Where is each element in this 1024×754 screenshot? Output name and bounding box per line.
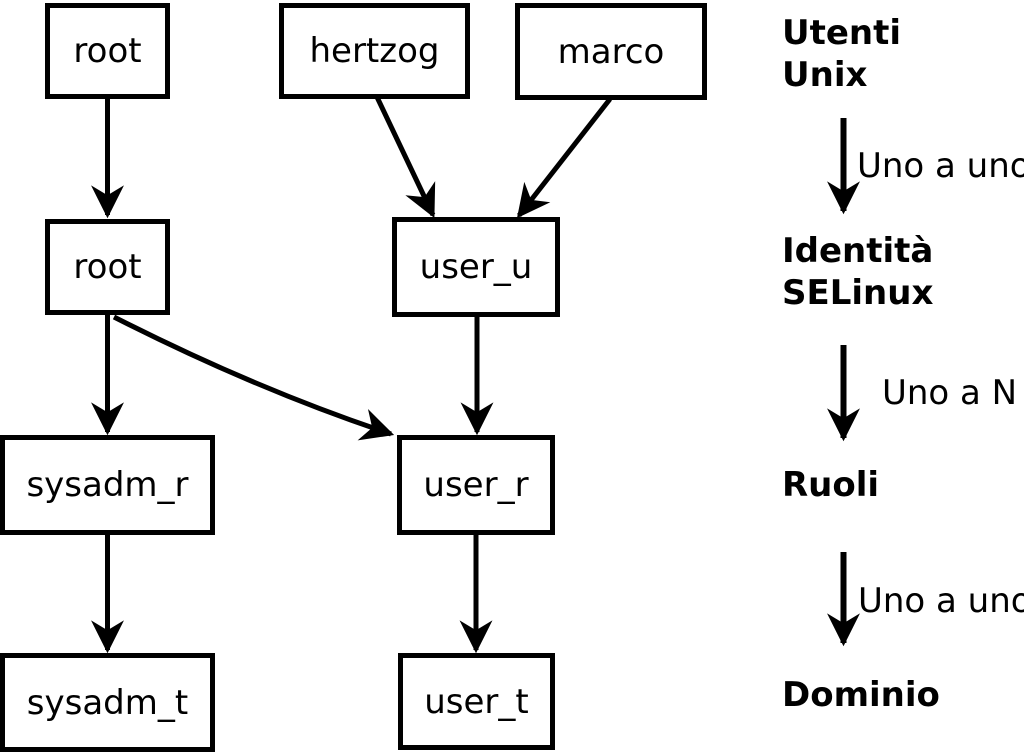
- legend-level-utenti-unix: Utenti Unix: [782, 12, 901, 96]
- node-user_t-label: user_t: [424, 681, 529, 722]
- legend-level-dominio: Dominio: [782, 675, 940, 715]
- node-root-selinux: root: [45, 219, 170, 315]
- node-hertzog-label: hertzog: [309, 31, 440, 71]
- node-user_r: user_r: [397, 435, 555, 535]
- node-hertzog: hertzog: [279, 3, 470, 99]
- node-user_u-label: user_u: [419, 247, 533, 287]
- legend-relation-2: Uno a N: [882, 373, 1018, 413]
- node-root-selinux-label: root: [73, 247, 142, 287]
- edge-marco-to-user_u: [516, 97, 612, 219]
- legend-relation-1: Uno a uno: [857, 146, 1024, 186]
- legend-level-ruoli: Ruoli: [782, 465, 880, 505]
- legend-line: Unix: [782, 55, 868, 95]
- node-marco: marco: [515, 3, 707, 100]
- legend-level-identita-selinux: Identità SELinux: [782, 230, 933, 314]
- node-sysadm_t: sysadm_t: [0, 653, 215, 752]
- legend-line: SELinux: [782, 273, 934, 313]
- node-sysadm_r-label: sysadm_r: [26, 465, 189, 505]
- node-marco-label: marco: [557, 31, 665, 72]
- node-root-unix: root: [45, 3, 170, 99]
- node-sysadm_r: sysadm_r: [0, 435, 215, 535]
- legend-line: Utenti: [782, 13, 902, 53]
- legend-line: Identità: [782, 231, 934, 271]
- node-sysadm_t-label: sysadm_t: [26, 682, 189, 723]
- node-user_r-label: user_r: [423, 465, 529, 505]
- node-root-unix-label: root: [73, 31, 142, 71]
- edge-hertzog-to-user_u: [374, 95, 436, 218]
- node-user_t: user_t: [398, 653, 555, 750]
- edge-root-selinux-to-user_r: [112, 314, 395, 441]
- node-user_u: user_u: [392, 217, 560, 317]
- legend-relation-3: Uno a uno: [858, 581, 1024, 621]
